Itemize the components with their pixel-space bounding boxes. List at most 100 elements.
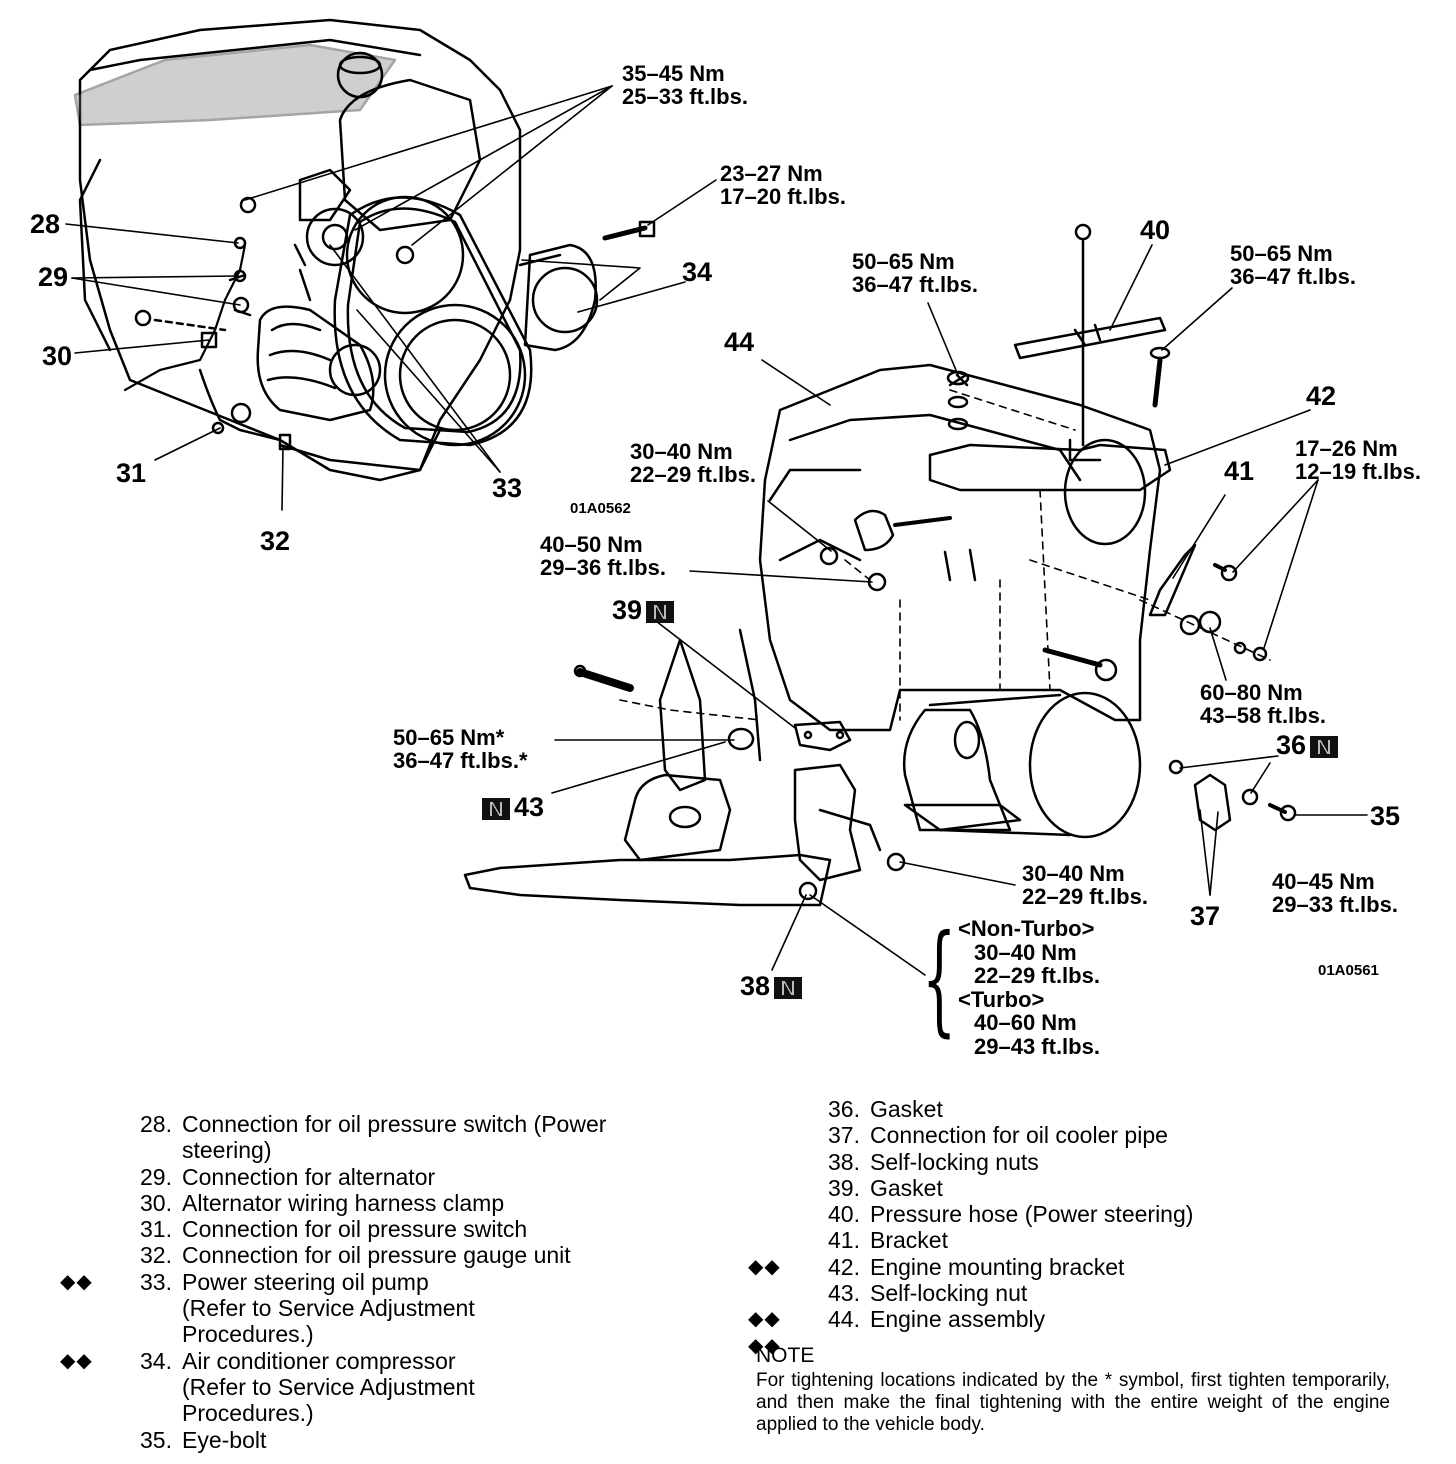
legend-item: 40. Pressure hose (Power steering) — [748, 1201, 1408, 1227]
legend-item-number: 40. — [828, 1201, 860, 1228]
legend-item-number — [122, 1321, 182, 1347]
service-symbol-icon — [60, 1321, 122, 1347]
legend-item-number — [122, 1400, 182, 1426]
legend-item-text: Connection for alternator — [182, 1163, 436, 1190]
legend-item-number: 36. — [828, 1096, 860, 1122]
legend-item-number — [122, 1374, 182, 1400]
legend-item: 28. Connection for oil pressure switch (P… — [60, 1111, 720, 1137]
legend-item: 38.Self-locking nuts — [748, 1149, 1408, 1175]
legend-item-text: Engine mounting bracket — [870, 1253, 1125, 1280]
legend-item: 41. Bracket — [748, 1227, 1408, 1253]
legend-item-number: 39. — [828, 1174, 860, 1201]
torque-label-star: 50–65 Nm*36–47 ft.lbs.* — [393, 725, 528, 773]
service-symbol-icon — [60, 1164, 122, 1190]
new-part-icon — [482, 797, 510, 820]
legend-item-text: (Refer to Service Adjustment — [182, 1373, 475, 1400]
service-symbol-icon — [748, 1175, 810, 1201]
service-symbol-icon — [748, 1280, 810, 1306]
new-part-icon — [774, 976, 803, 999]
legend-item-text: Alternator wiring harness clamp — [182, 1189, 505, 1216]
part-number-43: 43 — [478, 793, 544, 821]
legend-item-number — [122, 1295, 182, 1321]
legend-item-number: 35. — [140, 1426, 172, 1453]
note-text: For tightening locations indicated by th… — [756, 1370, 1390, 1435]
legend-item: ◆◆42.Engine mounting bracket — [748, 1254, 1408, 1280]
part-number-39: 39 — [612, 596, 678, 624]
legend-item: Procedures.) — [60, 1321, 720, 1347]
legend-item-number: 43. — [828, 1280, 860, 1307]
legend-item: ◆◆33.Power steering oil pump — [60, 1269, 720, 1295]
service-symbol-icon — [748, 1227, 810, 1253]
part-number-38: 38 — [740, 972, 806, 1000]
legend-item: 39.Gasket — [748, 1175, 1408, 1201]
legend-item-number: 29. — [140, 1163, 172, 1190]
service-symbol-icon: ◆◆ ◆◆ — [748, 1308, 781, 1357]
legend-item-text: Air conditioner compressor — [182, 1347, 456, 1374]
new-part-icon — [1310, 735, 1339, 758]
legend-item-number: 33. — [140, 1268, 172, 1295]
legend-item-text: Connection for oil cooler pipe — [870, 1122, 1168, 1149]
service-symbol-icon — [60, 1190, 122, 1216]
service-symbol-icon — [60, 1111, 122, 1137]
part-number-37: 37 — [1190, 901, 1221, 931]
service-symbol-icon: ◆◆ — [60, 1270, 93, 1293]
part-number-34: 34 — [682, 257, 713, 287]
legend-item: ◆◆ ◆◆44.Engine assembly — [748, 1306, 1408, 1359]
legend-item: (Refer to Service Adjustment — [60, 1374, 720, 1400]
left-engine-illustration — [73, 18, 656, 482]
curly-brace: { — [922, 910, 957, 1049]
legend-item: ◆◆ 34. Air conditioner compressor — [60, 1348, 720, 1374]
service-symbol-icon — [60, 1137, 122, 1163]
legend-item: 37. Connection for oil cooler pipe — [748, 1122, 1408, 1148]
service-symbol-icon — [60, 1216, 122, 1242]
legend-item-text: Bracket — [870, 1227, 948, 1254]
part-number-40: 40 — [1140, 215, 1171, 245]
legend-item-text: steering) — [182, 1137, 272, 1164]
part-number-33: 33 — [492, 473, 523, 503]
legend-item-text: Eye-bolt — [182, 1426, 267, 1453]
part-number-28: 28 — [30, 209, 61, 239]
part-number-44: 44 — [724, 327, 755, 357]
legend-item-text: Procedures.) — [182, 1400, 314, 1427]
new-part-icon — [646, 600, 675, 623]
legend-item-number: 31. — [140, 1216, 172, 1243]
legend-item: (Refer to Service Adjustment — [60, 1295, 720, 1321]
legend-item-text: Connection for oil pressure switch (Powe… — [182, 1111, 607, 1137]
legend-item-number: 44. — [828, 1306, 860, 1333]
legend-item-number: 28. — [140, 1111, 172, 1137]
service-symbol-icon — [748, 1149, 810, 1175]
service-symbol-icon — [60, 1400, 122, 1426]
service-symbol-icon: ◆◆ — [60, 1349, 93, 1372]
service-symbol-icon — [60, 1427, 122, 1453]
service-symbol-icon — [60, 1374, 122, 1400]
legend-item-number: 32. — [140, 1242, 172, 1269]
dashed-guide-lines — [619, 389, 1271, 721]
part-number-32: 32 — [260, 526, 291, 556]
legend-item-number: 34. — [140, 1347, 172, 1374]
legend-item-text: Gasket — [870, 1096, 943, 1122]
right-engine-illustration — [463, 223, 1297, 907]
legend-left: 28. Connection for oil pressure switch (P… — [60, 1111, 720, 1453]
legend-item-text: Pressure hose (Power steering) — [870, 1201, 1194, 1228]
note-heading: NOTE — [756, 1344, 815, 1367]
legend-item: 36. Gasket — [748, 1096, 1408, 1122]
part-number-42: 42 — [1306, 381, 1337, 411]
service-symbol-icon — [748, 1201, 810, 1227]
legend-item-text: Self-locking nut — [870, 1280, 1028, 1307]
engine-mounting-diagram — [65, 18, 1368, 976]
legend-item-number: 41. — [828, 1227, 860, 1254]
legend-item-text: (Refer to Service Adjustment — [182, 1295, 475, 1322]
legend-item-number: 37. — [828, 1122, 860, 1149]
legend-item-number: 42. — [828, 1253, 860, 1280]
figure-code-right: 01A0561 — [1318, 962, 1379, 979]
legend-item: 30. Alternator wiring harness clamp — [60, 1190, 720, 1216]
legend-item-number: 30. — [140, 1189, 172, 1216]
legend-item-text: Connection for oil pressure switch — [182, 1216, 528, 1243]
part-number-29: 29 — [38, 262, 69, 292]
